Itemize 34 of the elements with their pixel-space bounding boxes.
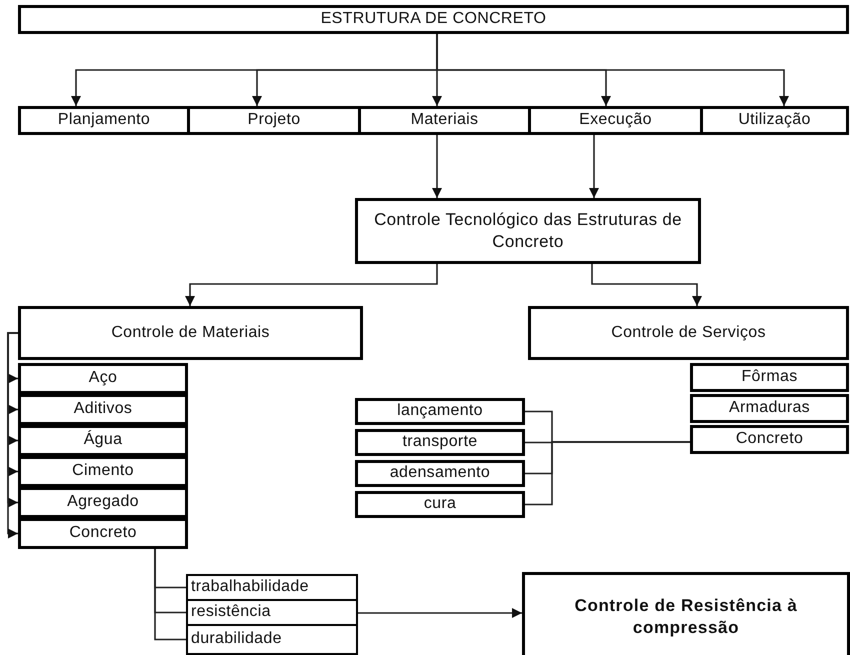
arrow: [432, 135, 442, 198]
label-box: Fôrmas: [690, 363, 849, 392]
label-box: Controle Tecnológico das Estruturas de Concreto: [355, 198, 701, 264]
arrow: [7, 332, 18, 538]
label-box: Planjamento: [18, 106, 190, 135]
label-box: resistência: [186, 599, 358, 626]
connector-line: [525, 441, 690, 506]
arrow: [589, 135, 599, 198]
arrow: [358, 608, 522, 618]
label-box: Agregado: [18, 487, 188, 518]
label-box: Execução: [528, 106, 703, 135]
label-box: durabilidade: [186, 624, 358, 655]
label-box: Utilização: [700, 106, 849, 135]
label-box: Concreto: [690, 425, 849, 454]
label-box: Água: [18, 425, 188, 456]
label-box: Controle de Serviços: [528, 306, 849, 360]
label-box: Controle de Resistência à compressão: [522, 572, 850, 655]
label-box: Cimento: [18, 456, 188, 487]
label-box: Projeto: [187, 106, 361, 135]
label-box: transporte: [355, 429, 525, 456]
arrow: [591, 264, 702, 306]
label-box: Concreto: [18, 518, 188, 549]
label-box: Materiais: [358, 106, 531, 135]
label-box: trabalhabilidade: [186, 574, 358, 601]
label-box: Controle de Materiais: [18, 306, 363, 360]
label-box: Armaduras: [690, 394, 849, 423]
connector-line: [154, 549, 186, 640]
label-box: adensamento: [355, 460, 525, 487]
label-box: cura: [355, 491, 525, 518]
label-box: ESTRUTURA DE CONCRETO: [18, 5, 849, 34]
label-box: Aço: [18, 363, 188, 394]
arrow: [185, 264, 438, 306]
label-box: Aditivos: [18, 394, 188, 425]
label-box: lançamento: [355, 398, 525, 425]
